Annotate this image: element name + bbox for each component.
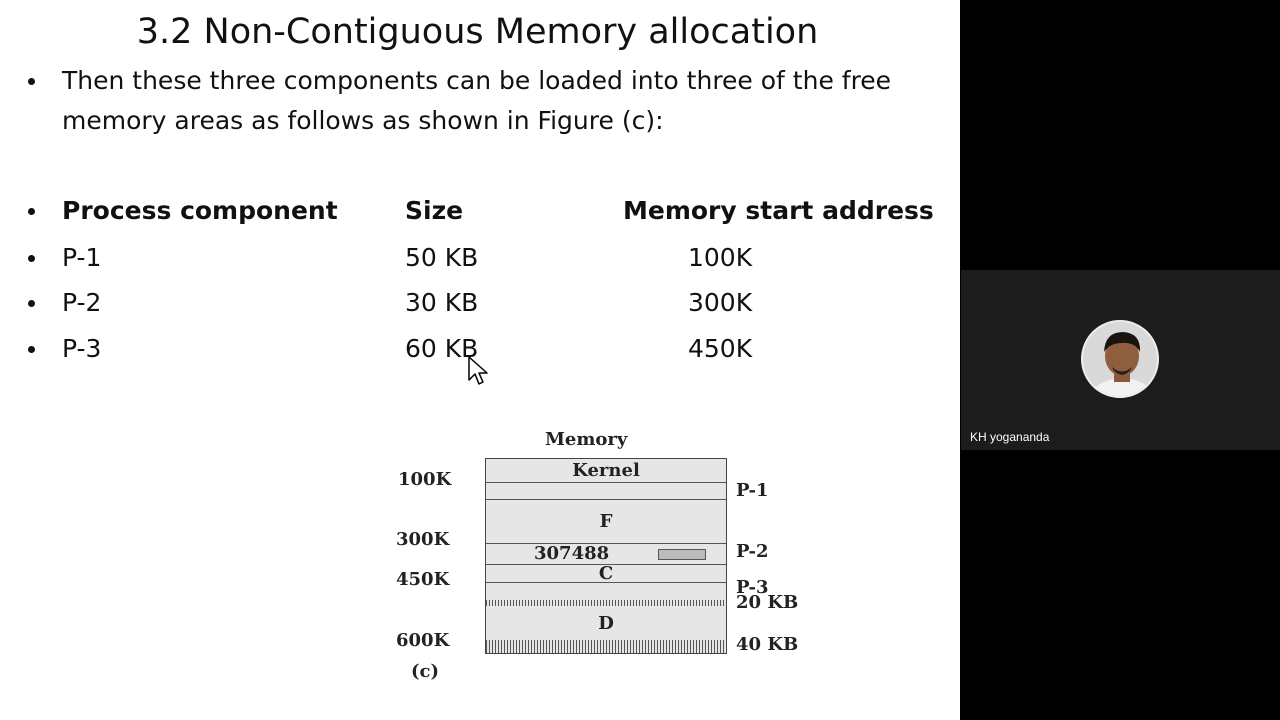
cell-address: 100K — [688, 243, 753, 272]
table-row: P-1 50 KB 100K — [0, 237, 960, 281]
bullet-dot — [28, 300, 35, 307]
memory-block: Kernel F 307488 C D — [485, 458, 727, 654]
table-row: P-2 30 KB 300K — [0, 282, 960, 326]
intro-line-1: Then these three components can be loade… — [62, 66, 892, 95]
table-row: P-3 60 KB 450K — [0, 328, 960, 372]
bullet-dot — [28, 208, 35, 215]
cell-size: 30 KB — [405, 288, 479, 317]
figure-caption: (c) — [411, 661, 439, 682]
segment-divider — [486, 582, 726, 583]
bullet-dot — [28, 346, 35, 353]
segment-divider — [486, 499, 726, 500]
cell-size: 50 KB — [405, 243, 479, 272]
slide-title: 3.2 Non-Contiguous Memory allocation — [136, 12, 819, 52]
intro-line-2: memory areas as follows as shown in Figu… — [62, 106, 664, 135]
table-header-row: Process component Size Memory start addr… — [0, 190, 960, 234]
process-label: P-1 — [736, 480, 769, 501]
process-label: P-3 — [736, 577, 769, 598]
process-label: P-2 — [736, 541, 769, 562]
header-size: Size — [405, 196, 464, 225]
size-label: 40 KB — [736, 634, 799, 655]
segment-divider — [486, 482, 726, 483]
segment-divider — [486, 543, 726, 544]
hatched-segment — [486, 640, 726, 653]
participant-avatar — [1081, 320, 1159, 398]
segment-divider — [486, 564, 726, 565]
bullet-dot — [28, 78, 35, 85]
cell-address: 300K — [688, 288, 753, 317]
bullet-dot — [28, 255, 35, 262]
header-memory-start-address: Memory start address — [623, 196, 934, 225]
segment-d: D — [598, 613, 614, 634]
address-label: 300K — [396, 529, 450, 550]
hatched-segment — [486, 600, 726, 606]
cell-address: 450K — [688, 334, 753, 363]
presentation-slide: 3.2 Non-Contiguous Memory allocation The… — [0, 0, 960, 720]
size-label: 20 KB — [736, 592, 799, 613]
participant-video-tile[interactable]: KH yogananda — [961, 270, 1280, 450]
memory-figure: Memory 100K 300K 450K 600K Kernel F 3074… — [380, 424, 840, 690]
cell-process: P-1 — [62, 243, 102, 272]
segment-free: F — [599, 511, 613, 532]
cell-process: P-2 — [62, 288, 102, 317]
figure-title: Memory — [545, 429, 628, 450]
mouse-pointer-icon — [468, 356, 488, 385]
segment-c: C — [598, 563, 614, 584]
address-label: 450K — [396, 569, 450, 590]
small-rect-icon — [658, 549, 706, 560]
cell-process: P-3 — [62, 334, 102, 363]
segment-kernel: Kernel — [572, 460, 640, 481]
address-label: 600K — [396, 630, 450, 651]
header-process-component: Process component — [62, 196, 338, 225]
segment-value: 307488 — [534, 543, 610, 564]
cell-size: 60 KB — [405, 334, 479, 363]
participant-name: KH yogananda — [970, 430, 1050, 444]
person-icon — [1083, 322, 1157, 396]
address-label: 100K — [398, 469, 452, 490]
